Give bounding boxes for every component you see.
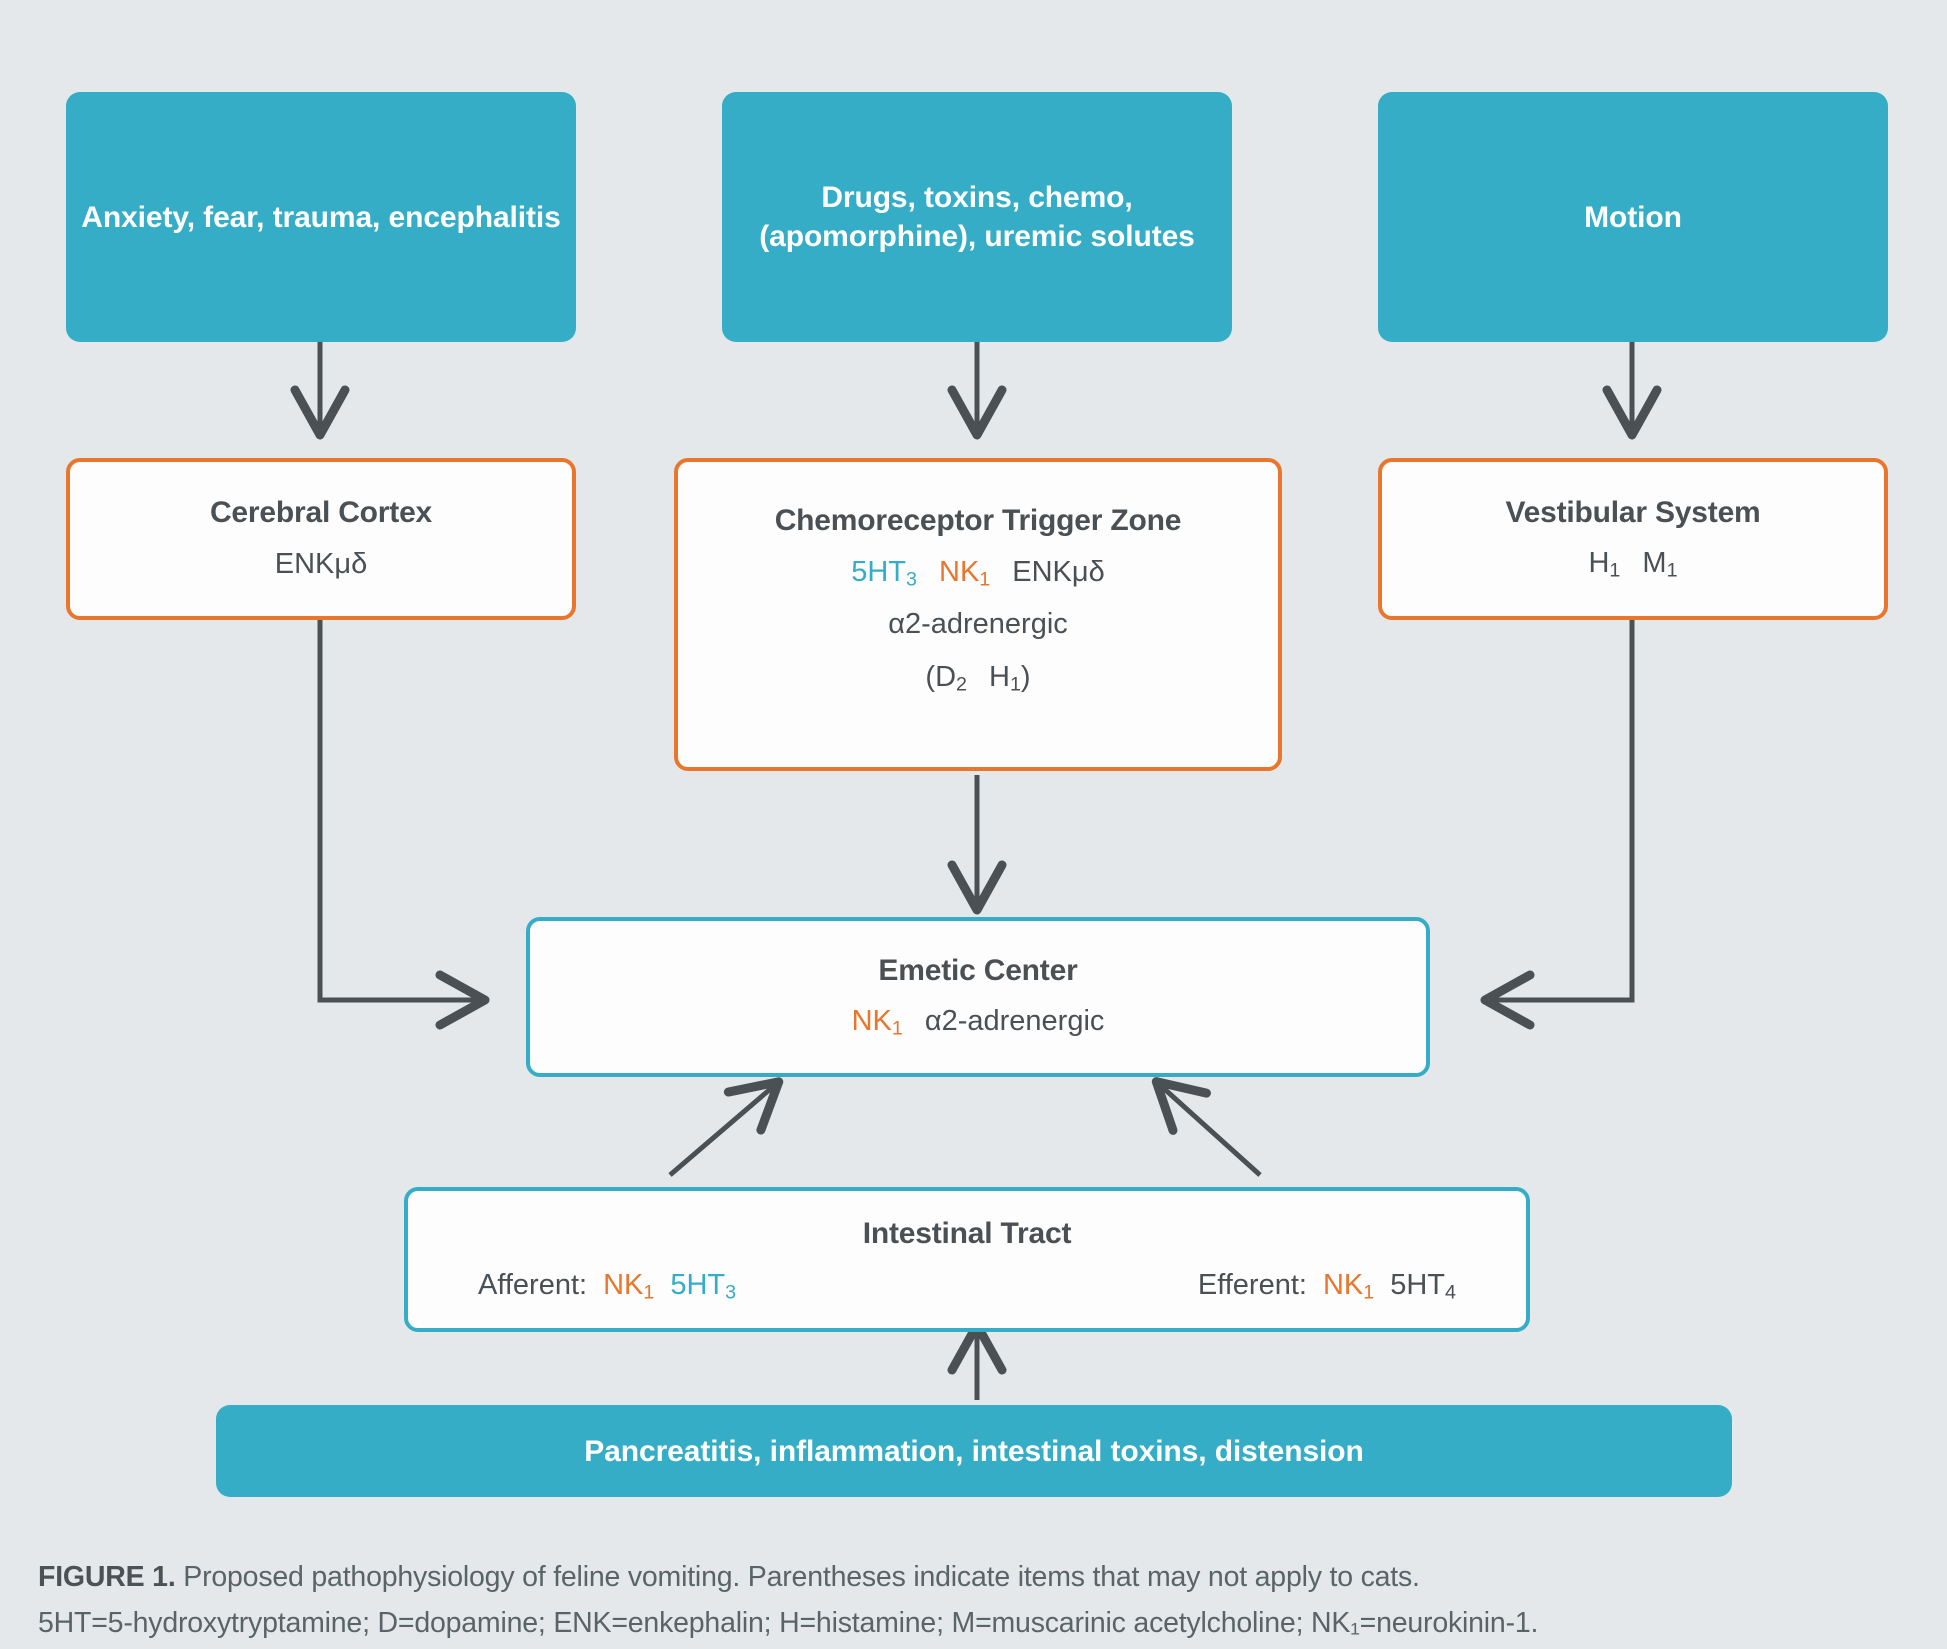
intestinal-afferent-5ht-text: 5HT xyxy=(670,1268,726,1301)
intestinal-efferent-5ht-sub: 4 xyxy=(1445,1280,1456,1303)
node-pancreatitis[interactable]: Pancreatitis, inflammation, intestinal t… xyxy=(216,1405,1732,1497)
intestinal-efferent-nk-text: NK xyxy=(1322,1268,1364,1301)
node-motion[interactable]: Motion xyxy=(1378,92,1888,342)
ctz-h1-text: H xyxy=(988,660,1010,693)
caption-area: FIGURE 1. Proposed pathophysiology of fe… xyxy=(0,1515,1947,1649)
node-ctz-receptors-line1: 5HT3 NK1 ENKμδ xyxy=(851,553,1105,593)
node-ctz-receptors-line2: α2-adrenergic xyxy=(888,608,1068,641)
emetic-nk-text: NK xyxy=(851,1005,892,1038)
caption-figure-label: FIGURE 1. xyxy=(38,1561,176,1593)
node-cerebral-cortex-receptors: ENKμδ xyxy=(274,547,368,580)
vestibular-m1-sub: 1 xyxy=(1666,559,1678,582)
intestinal-efferent-group: Efferent: NK1 5HT4 xyxy=(1198,1266,1456,1306)
ctz-nk-text: NK xyxy=(939,555,980,588)
arrow-cortex-to-emetic xyxy=(317,620,490,1030)
ctz-h1-sub: 1 xyxy=(1009,672,1021,695)
node-drugs[interactable]: Drugs, toxins, chemo, (apomorphine), ure… xyxy=(722,92,1232,342)
intestinal-efferent-nk-sub: 1 xyxy=(1363,1280,1375,1303)
node-emetic-center[interactable]: Emetic Center NK1 α2-adrenergic xyxy=(526,917,1430,1077)
node-anxiety[interactable]: Anxiety, fear, trauma, encephalitis xyxy=(66,92,576,342)
arrow-intestinal-to-emetic-right xyxy=(1151,1077,1262,1177)
node-emetic-center-receptors: NK1 α2-adrenergic xyxy=(852,1002,1105,1042)
node-motion-label: Motion xyxy=(1584,200,1682,234)
caption-line-2: 5HT=5-hydroxytryptamine; D=dopamine; ENK… xyxy=(38,1607,1539,1639)
intestinal-afferent-nk-text: NK xyxy=(603,1268,644,1301)
intestinal-efferent-5ht-text: 5HT xyxy=(1390,1268,1446,1301)
node-drugs-label: Drugs, toxins, chemo, (apomorphine), ure… xyxy=(759,181,1195,253)
node-intestinal-tract-title: Intestinal Tract xyxy=(862,1217,1072,1250)
intestinal-afferent-label: Afferent: xyxy=(478,1268,588,1301)
ctz-enk-text: ENKμδ xyxy=(1012,555,1105,588)
node-vestibular-title: Vestibular System xyxy=(1505,495,1761,529)
vestibular-m1-text: M xyxy=(1642,547,1667,580)
node-emetic-center-title: Emetic Center xyxy=(878,953,1078,987)
vestibular-h1-sub: 1 xyxy=(1609,559,1621,582)
vestibular-h1-text: H xyxy=(1588,547,1610,580)
intestinal-afferent-nk-sub: 1 xyxy=(643,1280,655,1303)
node-cerebral-cortex-title: Cerebral Cortex xyxy=(209,496,433,530)
arrow-vestibular-to-emetic xyxy=(1480,620,1635,1030)
caption-line-1: FIGURE 1. Proposed pathophysiology of fe… xyxy=(38,1561,1420,1594)
ctz-paren-close: ) xyxy=(1020,660,1031,693)
node-pancreatitis-label: Pancreatitis, inflammation, intestinal t… xyxy=(584,1434,1364,1468)
ctz-d2-sub: 2 xyxy=(956,672,967,695)
node-anxiety-label: Anxiety, fear, trauma, encephalitis xyxy=(81,200,561,234)
arrow-intestinal-to-emetic-left xyxy=(668,1077,784,1177)
node-cerebral-cortex[interactable]: Cerebral Cortex ENKμδ xyxy=(66,458,576,620)
ctz-5ht-sub: 3 xyxy=(906,567,917,590)
emetic-alpha-text: α2-adrenergic xyxy=(924,1005,1105,1038)
ctz-d2-text: (D xyxy=(925,660,957,693)
ctz-5ht-text: 5HT xyxy=(851,555,907,588)
node-ctz-title: Chemoreceptor Trigger Zone xyxy=(774,504,1182,537)
ctz-nk-sub: 1 xyxy=(979,567,991,590)
emetic-nk-sub: 1 xyxy=(891,1017,903,1040)
caption-line-1-text: Proposed pathophysiology of feline vomit… xyxy=(175,1561,1420,1593)
intestinal-efferent-label: Efferent: xyxy=(1197,1268,1307,1301)
intestinal-afferent-group: Afferent: NK1 5HT3 xyxy=(478,1266,736,1306)
intestinal-afferent-5ht-sub: 3 xyxy=(725,1280,737,1303)
